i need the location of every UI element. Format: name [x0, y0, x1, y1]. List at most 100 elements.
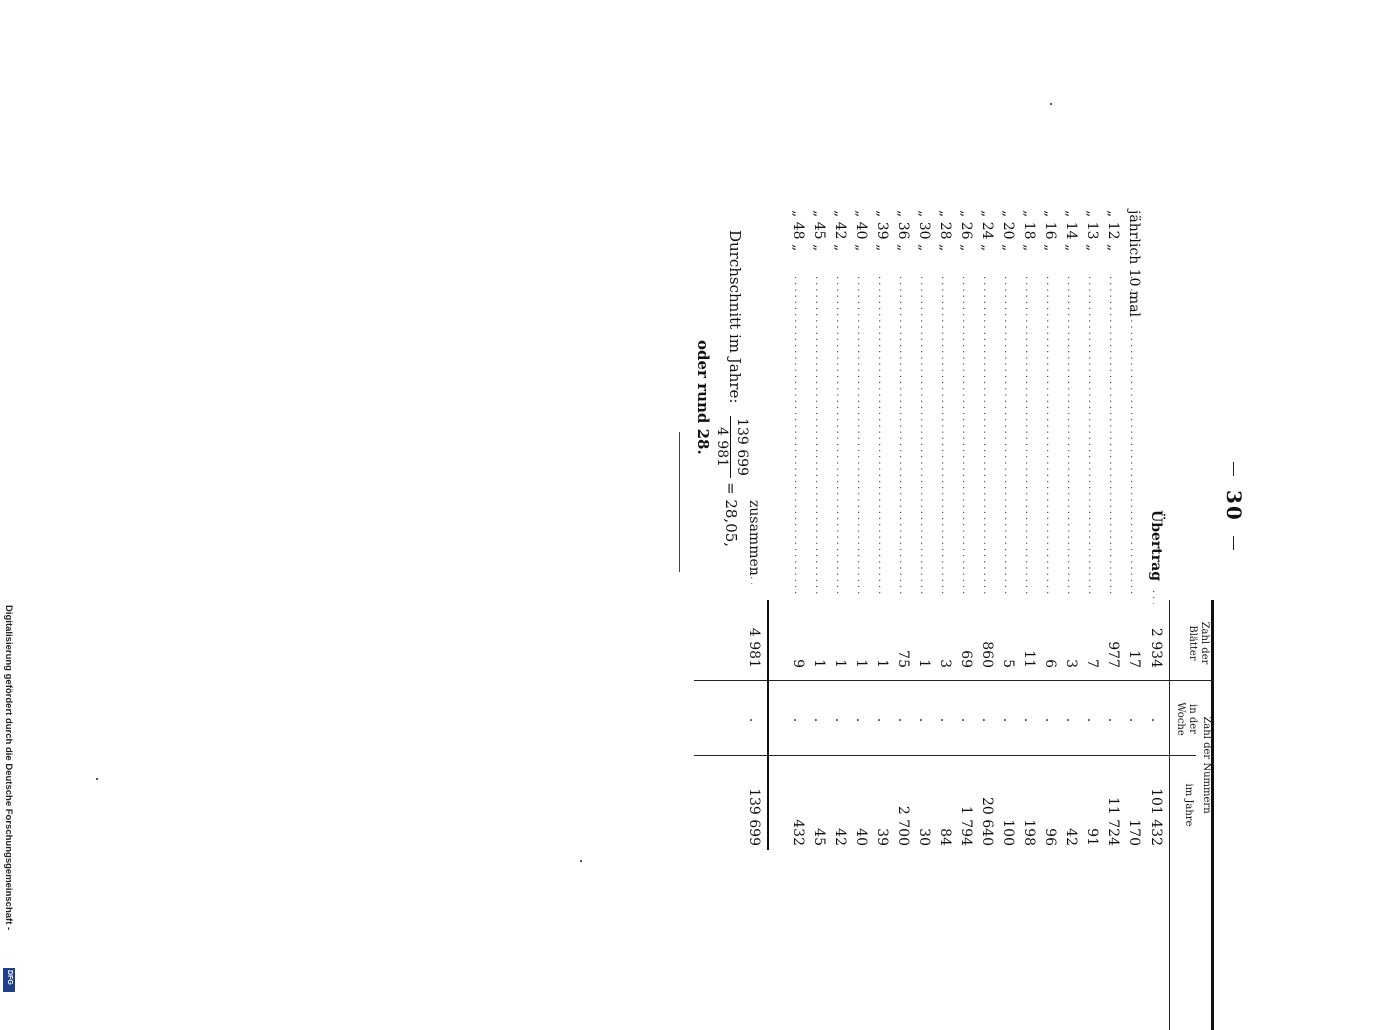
average-denominator: 4 981 [714, 426, 730, 468]
row-blaetter: 1 [874, 659, 890, 668]
table-row: „ 45 „1.45..............................… [808, 210, 829, 850]
table-row: „ 48 „9.432.............................… [787, 210, 808, 850]
row-woche: . [916, 717, 932, 723]
row-woche: . [1042, 717, 1058, 723]
row-jahre: 39 [874, 828, 890, 846]
row-label: „ 28 „ [937, 210, 953, 252]
scan-speck [1050, 103, 1052, 105]
table-row: „ 42 „1.42..............................… [829, 210, 850, 850]
carry-blaetter: 2 934 [1148, 627, 1164, 668]
row-jahre: 100 [1000, 819, 1016, 846]
leader-dots: ........................................… [918, 276, 929, 596]
row-blaetter: 69 [958, 650, 974, 668]
table-row: „ 28 „ 3. 84..............................… [934, 210, 955, 850]
row-blaetter: 3 [1063, 659, 1079, 668]
row-blaetter: 17 [1126, 650, 1142, 668]
row-label: „ 14 „ [1063, 210, 1079, 252]
row-blaetter: 3 [937, 659, 953, 668]
leader-dots: .... [1150, 590, 1161, 604]
table-row: „ 36 „75.2 700..........................… [892, 210, 913, 850]
row-blaetter: 7 [1084, 659, 1100, 668]
row-woche: . [895, 717, 911, 723]
row-jahre: 432 [790, 819, 806, 846]
average-rounded: oder rund 28. [694, 340, 712, 455]
table-row: „ 16 „ 6. 96..............................… [1039, 210, 1060, 850]
leader-dots: .... [748, 570, 759, 584]
row-woche: . [853, 717, 869, 723]
row-blaetter: 9 [790, 659, 806, 668]
carry-woche: . [1148, 717, 1164, 723]
row-woche: . [1000, 717, 1016, 723]
row-woche: . [874, 717, 890, 723]
table-row: „ 24 „860.20 640........................… [976, 210, 997, 850]
row-blaetter: 1 [916, 659, 932, 668]
row-woche: . [937, 717, 953, 723]
leader-dots: ........................................… [1086, 276, 1097, 596]
credit-text: Digitalisierung gefördert durch die Deut… [3, 605, 14, 931]
row-woche: . [832, 717, 848, 723]
row-jahre: 11 724 [1105, 797, 1121, 846]
leader-dots: ........................................… [1044, 276, 1055, 596]
table-row: „ 39 „1.39..............................… [871, 210, 892, 850]
row-woche: . [1063, 717, 1079, 723]
page-number-dash-left [1233, 462, 1234, 476]
row-label: „ 13 „ [1084, 210, 1100, 252]
row-label: „ 16 „ [1042, 210, 1058, 252]
row-label: „ 26 „ [958, 210, 974, 252]
leader-dots: ........................................… [1128, 276, 1139, 596]
average-label: Durchschnitt im Jahre: [726, 230, 744, 404]
row-blaetter: 1 [853, 659, 869, 668]
carry-row: Übertrag 2 934 . 101 432 .... [1145, 210, 1166, 850]
scan-speck [96, 778, 98, 780]
carry-label: Übertrag [1148, 510, 1164, 581]
row-label: „ 20 „ [1000, 210, 1016, 252]
row-jahre: 45 [811, 828, 827, 846]
row-woche: . [1084, 717, 1100, 723]
average-numerator: 139 699 [734, 418, 750, 476]
leader-dots: ........................................… [960, 276, 971, 596]
leader-dots: ........................................… [1023, 276, 1034, 596]
row-label: „ 18 „ [1021, 210, 1037, 252]
row-label: „ 42 „ [832, 210, 848, 252]
row-label: „ 39 „ [874, 210, 890, 252]
leader-dots: ........................................… [939, 276, 950, 596]
row-woche: . [790, 717, 806, 723]
digitization-credit: Digitalisierung gefördert durch die Deut… [0, 605, 18, 995]
row-blaetter: 75 [895, 650, 911, 668]
total-jahre: 139 699 [746, 788, 762, 846]
table-row: „ 13 „7.91..............................… [1081, 210, 1102, 850]
table-row: „ 26 „69.1 794..........................… [955, 210, 976, 850]
total-label: zusammen [746, 500, 762, 576]
row-label: „ 24 „ [979, 210, 995, 252]
row-woche: . [1126, 717, 1142, 723]
fraction-line [730, 416, 731, 478]
row-blaetter: 1 [811, 659, 827, 668]
total-blaetter: 4 981 [746, 627, 762, 668]
leader-dots: ........................................… [855, 276, 866, 596]
leader-dots: ........................................… [981, 276, 992, 596]
dfg-logo: DFG [3, 968, 15, 992]
header-blaetter: Zahl der Blätter [1187, 621, 1210, 665]
table-row: „ 14 „3.42..............................… [1060, 210, 1081, 850]
average-result: = 28,05, [722, 482, 740, 548]
row-jahre: 20 640 [979, 797, 995, 846]
row-jahre: 198 [1021, 819, 1037, 846]
row-label: „ 12 „ [1105, 210, 1121, 252]
row-jahre: 96 [1042, 828, 1058, 846]
carry-jahre: 101 432 [1148, 788, 1164, 846]
row-woche: . [958, 717, 974, 723]
row-jahre: 40 [853, 828, 869, 846]
row-blaetter: 1 [832, 659, 848, 668]
row-woche: . [1105, 717, 1121, 723]
row-label: „ 30 „ [916, 210, 932, 252]
table-header-rule [1169, 600, 1170, 1030]
row-blaetter: 6 [1042, 659, 1058, 668]
row-jahre: 84 [937, 828, 953, 846]
total-row: zusammen 4 981 . 139 699 .... [743, 210, 764, 850]
row-jahre: 170 [1126, 819, 1142, 846]
row-woche: . [811, 717, 827, 723]
row-jahre: 42 [832, 828, 848, 846]
row-jahre: 42 [1063, 828, 1079, 846]
separator-rule [679, 432, 680, 572]
